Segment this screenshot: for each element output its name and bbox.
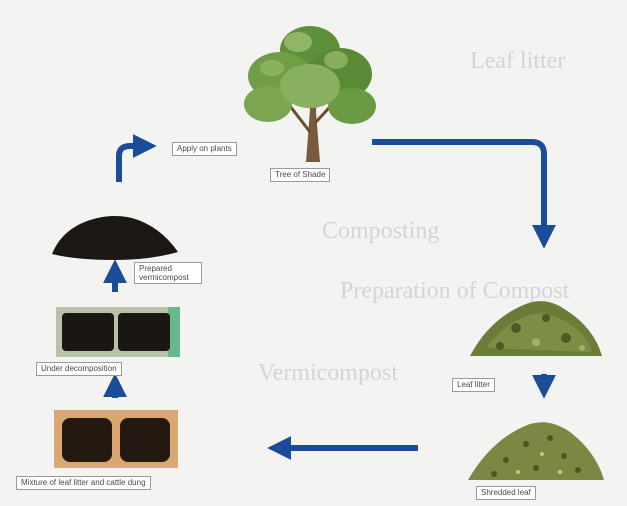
background-text-line: Leaf litter (470, 48, 566, 74)
arrow-compost-to-tree (116, 134, 157, 182)
label-tree: Tree of Shade (270, 168, 331, 182)
background-text-line: Preparation of Compost (340, 278, 570, 304)
background-text-line: Vermicompost (258, 360, 398, 386)
decomposition-bins (56, 307, 180, 357)
background-text-line: Composting (322, 218, 440, 244)
label-decomposition: Under decomposition (36, 362, 122, 376)
mixture-bins (54, 410, 178, 468)
leaf-litter-pile (470, 301, 602, 356)
arrow-tree-to-leaf-litter (372, 139, 556, 249)
label-leaf-litter: Leaf litter (452, 378, 495, 392)
compost-heap (52, 216, 178, 260)
label-compost: Prepared vermicompost (134, 262, 202, 284)
label-apply-to-plants: Apply on plants (172, 142, 237, 156)
tree-illustration (244, 26, 376, 162)
label-shredded-leaf: Shredded leaf (476, 486, 536, 500)
label-mixture: Mixture of leaf litter and cattle dung (16, 476, 151, 490)
shredded-leaf-pile (468, 422, 604, 480)
